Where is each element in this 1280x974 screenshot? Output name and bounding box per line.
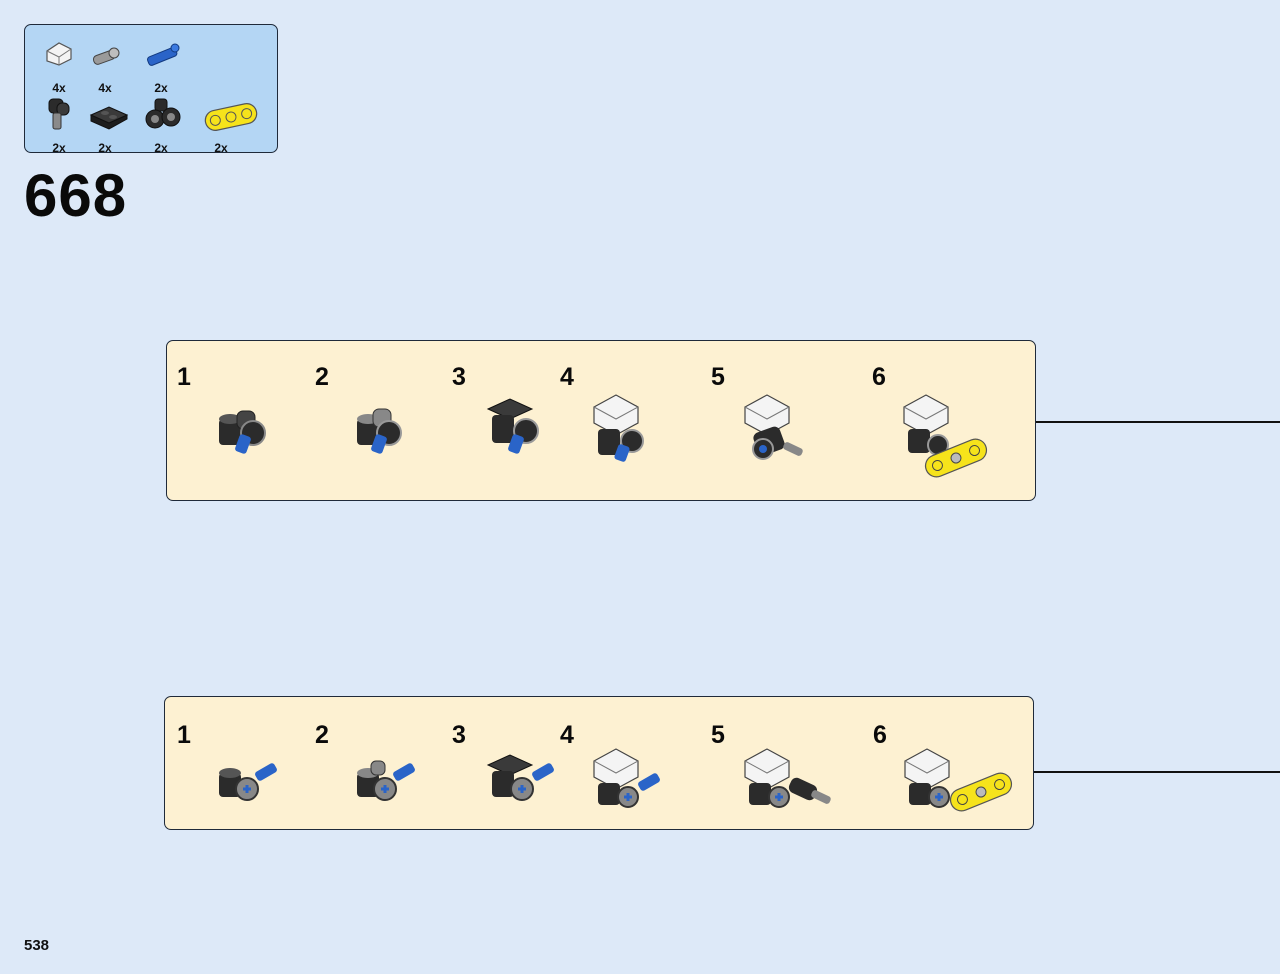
part-qty: 2x [214, 141, 228, 155]
white-slope-brick-icon [46, 42, 72, 66]
assembly-illustration-icon [219, 410, 266, 454]
assembly-illustration-icon [593, 394, 644, 462]
substep: 3 [452, 363, 582, 493]
step-number: 668 [24, 162, 128, 229]
substep-number: 4 [560, 363, 574, 391]
substep: 1 [177, 363, 307, 493]
black-plate-icon [89, 106, 129, 130]
part-qty: 2x [52, 141, 66, 155]
assembly-illustration-icon [486, 754, 554, 801]
substep: 3 [452, 721, 582, 851]
substep: 6 [872, 363, 1002, 493]
substep: 6 [873, 721, 1013, 851]
part-item: 2x [39, 95, 85, 155]
black-double-pin-connector-icon [145, 98, 181, 129]
substep: 5 [711, 721, 841, 851]
assembly-illustration-icon [593, 748, 660, 808]
substep: 2 [315, 721, 445, 851]
assembly-illustration-icon [357, 408, 402, 454]
substep-number: 6 [873, 721, 887, 749]
substep-number: 5 [711, 721, 725, 749]
substep-number: 1 [177, 363, 191, 391]
callout-connector-line [1032, 771, 1280, 773]
part-item: 4x [39, 35, 85, 95]
callout-connector-line [1034, 421, 1280, 423]
substep-number: 4 [560, 721, 574, 749]
substep: 1 [177, 721, 307, 851]
substep-number: 2 [315, 721, 329, 749]
sub-assembly-callout: 1 2 3 4 [164, 696, 1034, 830]
parts-list: 4x 4x 2x 2x 2x [24, 24, 278, 155]
substep-number: 5 [711, 363, 725, 391]
substep-number: 1 [177, 721, 191, 749]
assembly-illustration-icon [486, 398, 539, 454]
gray-axle-pin-icon [92, 47, 120, 65]
black-angle-connector-icon [48, 98, 70, 130]
part-item: 2x [85, 95, 131, 155]
substep: 4 [560, 721, 690, 851]
part-qty: 4x [52, 81, 66, 95]
assembly-illustration-icon [903, 394, 988, 478]
part-item: 4x [85, 35, 131, 95]
part-qty: 2x [98, 141, 112, 155]
substep-number: 2 [315, 363, 329, 391]
part-item: 2x [141, 35, 187, 95]
part-item: 2x [201, 95, 267, 155]
sub-assembly-callout: 1 2 3 4 [166, 340, 1036, 501]
substep: 5 [711, 363, 841, 493]
part-qty: 4x [98, 81, 112, 95]
part-qty: 2x [154, 81, 168, 95]
assembly-illustration-icon [219, 763, 277, 801]
assembly-illustration-icon [744, 394, 803, 460]
blue-axle-pin-icon [146, 43, 180, 66]
substep: 2 [315, 363, 445, 493]
substep-number: 3 [452, 721, 466, 749]
part-qty: 2x [154, 141, 168, 155]
substep-number: 3 [452, 363, 466, 391]
assembly-illustration-icon [744, 748, 831, 808]
assembly-illustration-icon [904, 748, 1013, 812]
substep: 4 [560, 363, 690, 493]
page-number: 538 [24, 937, 50, 954]
substep-number: 6 [872, 363, 886, 391]
assembly-illustration-icon [357, 760, 415, 801]
part-item: 2x [141, 95, 187, 155]
yellow-beam-3-icon [204, 103, 258, 131]
